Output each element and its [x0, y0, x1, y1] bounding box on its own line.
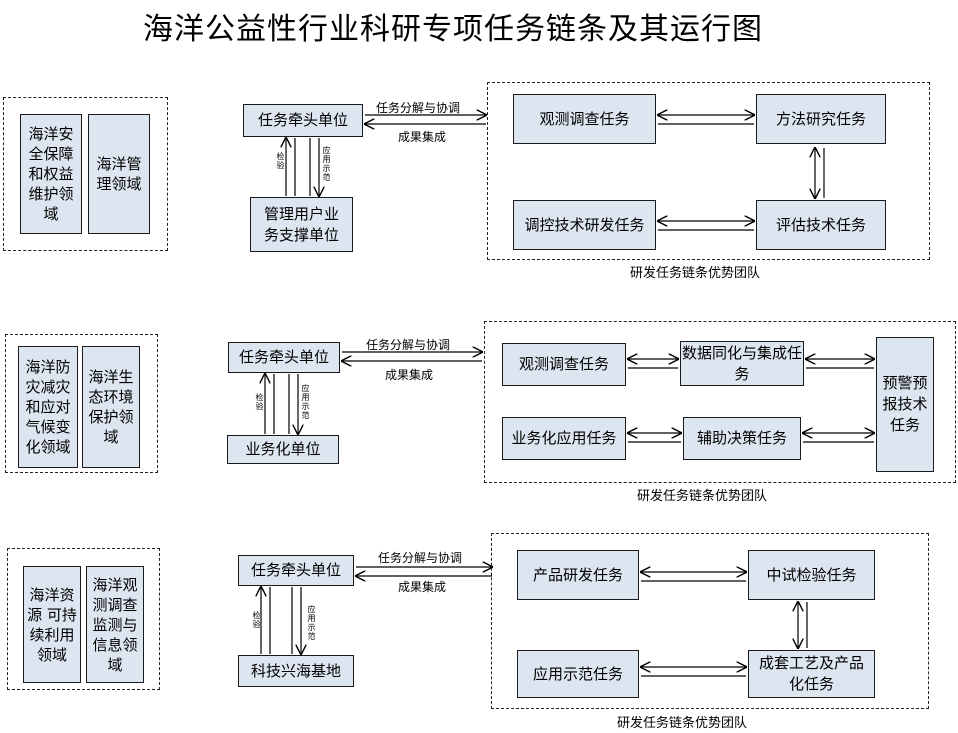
check-label-2: 检验: [255, 393, 264, 411]
domain-box-3a: 海洋资源 可持续利用领域: [23, 566, 81, 683]
task-2-operational: 业务化应用任务: [502, 417, 626, 460]
apply-label-1: 应用示范: [322, 146, 331, 182]
integrate-label-1: 成果集成: [398, 130, 447, 144]
check-label-1: 检验: [276, 152, 285, 170]
decompose-label-3: 任务分解与协调: [378, 551, 463, 565]
user-unit-1: 管理用户业务支撑单位: [250, 197, 353, 252]
task-1-method: 方法研究任务: [756, 94, 886, 144]
decompose-label-2: 任务分解与协调: [366, 338, 451, 352]
team-group-1: [487, 82, 930, 260]
task-2-forecast: 预警预报技术任务: [876, 337, 934, 472]
user-unit-3: 科技兴海基地: [238, 655, 354, 687]
integrate-label-2: 成果集成: [385, 368, 434, 382]
task-1-control: 调控技术研发任务: [513, 200, 656, 250]
domain-box-3b: 海洋观测调查监测与信息领域: [86, 566, 144, 683]
lead-user-arrows-1: [286, 138, 319, 196]
lead-unit-2: 任务牵头单位: [228, 342, 340, 373]
team-label-2: 研发任务链条优势团队: [637, 489, 768, 504]
task-1-observe: 观测调查任务: [513, 94, 656, 144]
team-group-3: [491, 533, 929, 709]
domain-box-1a: 海洋安全保障和权益维护领域: [20, 114, 82, 234]
task-2-observe: 观测调查任务: [502, 343, 626, 386]
decompose-label-1: 任务分解与协调: [376, 101, 461, 115]
apply-label-3: 应用示范: [307, 605, 316, 641]
task-2-assimilation: 数据同化与集成任务: [680, 341, 804, 386]
user-unit-2: 业务化单位: [227, 435, 339, 464]
task-3-complete: 成套工艺及产品化任务: [748, 650, 875, 698]
team-label-3: 研发任务链条优势团队: [617, 716, 748, 731]
task-3-demo: 应用示范任务: [517, 650, 639, 698]
task-3-product: 产品研发任务: [517, 550, 639, 600]
domain-box-2a: 海洋防灾减灾和应对气候变化领域: [18, 346, 78, 468]
lead-team-arrows-3: [356, 567, 492, 576]
domain-box-1b: 海洋管理领域: [88, 114, 150, 234]
domain-group-1: [3, 97, 168, 251]
task-3-pilot: 中试检验任务: [748, 550, 875, 600]
lead-team-arrows-2: [342, 352, 482, 361]
task-1-assess: 评估技术任务: [756, 200, 886, 250]
team-label-1: 研发任务链条优势团队: [630, 266, 761, 281]
lead-unit-3: 任务牵头单位: [238, 555, 354, 586]
apply-label-2: 应用示范: [301, 384, 310, 420]
page-title: 海洋公益性行业科研专项任务链条及其运行图: [143, 12, 763, 47]
check-label-3: 检验: [252, 611, 261, 629]
task-2-decision: 辅助决策任务: [683, 417, 801, 460]
lead-user-arrows-2: [265, 374, 298, 434]
domain-box-2b: 海洋生态环境保护领域: [82, 346, 140, 468]
lead-unit-1: 任务牵头单位: [243, 104, 363, 137]
lead-team-arrows-1: [365, 115, 486, 124]
domain-group-3: [7, 548, 160, 690]
team-group-2: [484, 321, 956, 483]
integrate-label-3: 成果集成: [398, 580, 447, 594]
domain-group-2: [5, 334, 158, 473]
lead-user-arrows-3: [261, 587, 301, 654]
